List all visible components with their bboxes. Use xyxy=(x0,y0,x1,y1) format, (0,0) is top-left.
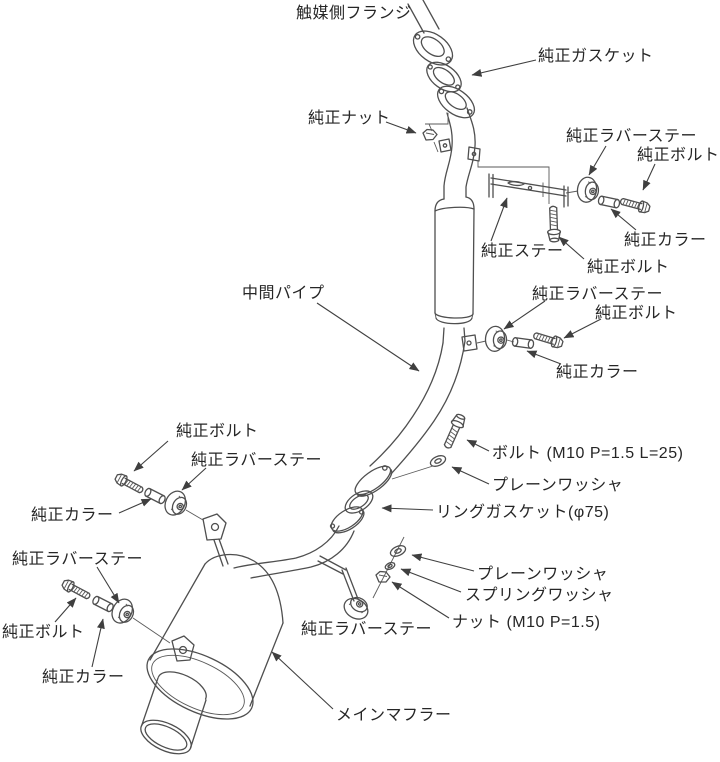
label-catalyst-side-flange: 触媒側フランジ xyxy=(296,4,412,22)
leader-rubber-stay-mid xyxy=(503,300,546,330)
label-stock-stay: 純正ステー xyxy=(481,242,564,260)
label-stock-bolt-bottom-left: 純正ボルト xyxy=(2,623,85,641)
label-stock-bolt-under-stay: 純正ボルト xyxy=(587,258,670,276)
leader-rubber-stay-left xyxy=(181,467,207,491)
leader-collar-mid xyxy=(526,350,562,365)
stock-rubber-stay-top-part xyxy=(575,175,601,205)
leader-spring-washer xyxy=(400,568,462,593)
leader-bolt-m10 xyxy=(466,439,490,452)
leader-stock-stay xyxy=(490,197,508,242)
stock-collar-bottom-left-part xyxy=(90,594,116,614)
label-plain-washer-lower: プレーンワッシャ xyxy=(477,565,608,583)
leader-collar-left xyxy=(118,498,152,514)
leader-stock-nut xyxy=(385,121,417,134)
stock-collar-left-part xyxy=(142,486,168,506)
catalyst-pipe-stubs xyxy=(407,0,440,34)
label-main-muffler: メインマフラー xyxy=(336,707,452,724)
leader-bolt-top xyxy=(642,163,656,191)
label-stock-collar-top: 純正カラー xyxy=(624,231,707,249)
stock-stay-part xyxy=(488,173,569,208)
pipe-end-flange-part xyxy=(354,465,393,497)
pipe-hanger-bracket-left xyxy=(202,513,229,567)
label-plain-washer-upper: プレーンワッシャ xyxy=(492,476,623,494)
label-stock-bolt-top: 純正ボルト xyxy=(637,146,720,164)
label-nut-m10: ナット (M10 P=1.5) xyxy=(452,614,600,631)
axis-line-bottom-left xyxy=(132,617,171,644)
leader-stock-gasket xyxy=(471,59,537,77)
leader-bolt-bottom-left xyxy=(54,597,77,623)
leader-rubber-stay-bottom-left xyxy=(96,566,120,604)
downpipe xyxy=(438,107,481,200)
leader-bolt-under-stay xyxy=(558,236,585,260)
label-stock-rubber-stay-left: 純正ラバーステー xyxy=(191,451,322,469)
stay-mount-line xyxy=(477,161,550,204)
stock-bolt-mid-part xyxy=(531,329,565,350)
label-center-pipe: 中間パイプ xyxy=(242,284,325,302)
leader-center-pipe xyxy=(316,302,420,372)
leader-plain-washer-lower xyxy=(411,553,475,572)
label-stock-collar-bottom-left: 純正カラー xyxy=(42,668,125,686)
label-stock-rubber-stay-top: 純正ラバーステー xyxy=(566,127,697,145)
leader-bolt-left xyxy=(133,440,169,472)
label-stock-rubber-stay-bottom-center: 純正ラバーステー xyxy=(301,620,432,638)
plain-washer-lower-part xyxy=(388,542,408,560)
pipe-hanger-rod-right xyxy=(317,555,359,602)
leader-bolt-mid xyxy=(563,318,602,339)
axis-line-flange-bolt xyxy=(391,465,434,480)
stock-collar-mid-part xyxy=(511,336,535,350)
labels: 触媒側フランジ 純正ガスケット 純正ナット 純正ラバーステー 純正ボルト 純正カ… xyxy=(2,4,720,724)
label-spring-washer: スプリングワッシャ xyxy=(465,586,614,604)
catalyst-side-flange-part xyxy=(412,30,454,66)
leader-ring-gasket xyxy=(381,504,434,513)
muffler-inlet-flange-part xyxy=(329,506,365,534)
stock-bolt-top-part xyxy=(618,194,652,215)
stock-rubber-stay-bottom-center-part xyxy=(339,591,374,624)
label-stock-bolt-mid: 純正ボルト xyxy=(595,304,678,322)
stock-rubber-stay-mid-part xyxy=(483,324,509,353)
label-stock-rubber-stay-bottom-left: 純正ラバーステー xyxy=(12,550,143,568)
center-pipe-part xyxy=(369,340,466,475)
label-stock-collar-mid: 純正カラー xyxy=(556,363,639,381)
stock-nut-part xyxy=(422,113,449,153)
label-stock-gasket: 純正ガスケット xyxy=(538,47,654,65)
bolt-m10-part xyxy=(440,411,468,451)
resonator xyxy=(434,196,475,344)
stock-rubber-stay-left-part xyxy=(160,486,192,521)
label-stock-bolt-left: 純正ボルト xyxy=(176,422,259,440)
leader-collar-top xyxy=(610,208,637,231)
leader-nut-m10 xyxy=(391,581,450,619)
stock-gasket-part xyxy=(426,61,462,93)
leader-arrows xyxy=(54,59,656,710)
label-ring-gasket: リングガスケット(φ75) xyxy=(436,503,609,521)
leader-plain-washer-upper xyxy=(451,466,490,485)
label-stock-collar-left: 純正カラー xyxy=(31,506,114,524)
axis-line-left xyxy=(185,509,204,521)
main-muffler-part xyxy=(140,553,284,755)
stock-rubber-stay-bottom-left-part xyxy=(107,594,139,629)
nut-m10-part xyxy=(375,570,391,583)
leader-main-muffler xyxy=(271,651,334,710)
label-stock-nut: 純正ナット xyxy=(308,109,391,127)
axis-line-top-right xyxy=(565,190,579,194)
spring-washer-part xyxy=(384,561,396,571)
stock-bolt-bottom-left-part xyxy=(59,577,93,603)
label-bolt-m10: ボルト (M10 P=1.5 L=25) xyxy=(492,444,683,462)
leader-collar-bottom-left xyxy=(91,618,105,668)
stock-bolt-left-part xyxy=(112,471,146,497)
label-stock-rubber-stay-mid: 純正ラバーステー xyxy=(532,285,663,303)
leader-rubber-stay-top xyxy=(588,145,607,176)
stock-bolt-under-stay-part xyxy=(546,205,562,243)
stock-collar-top-part xyxy=(597,195,621,209)
